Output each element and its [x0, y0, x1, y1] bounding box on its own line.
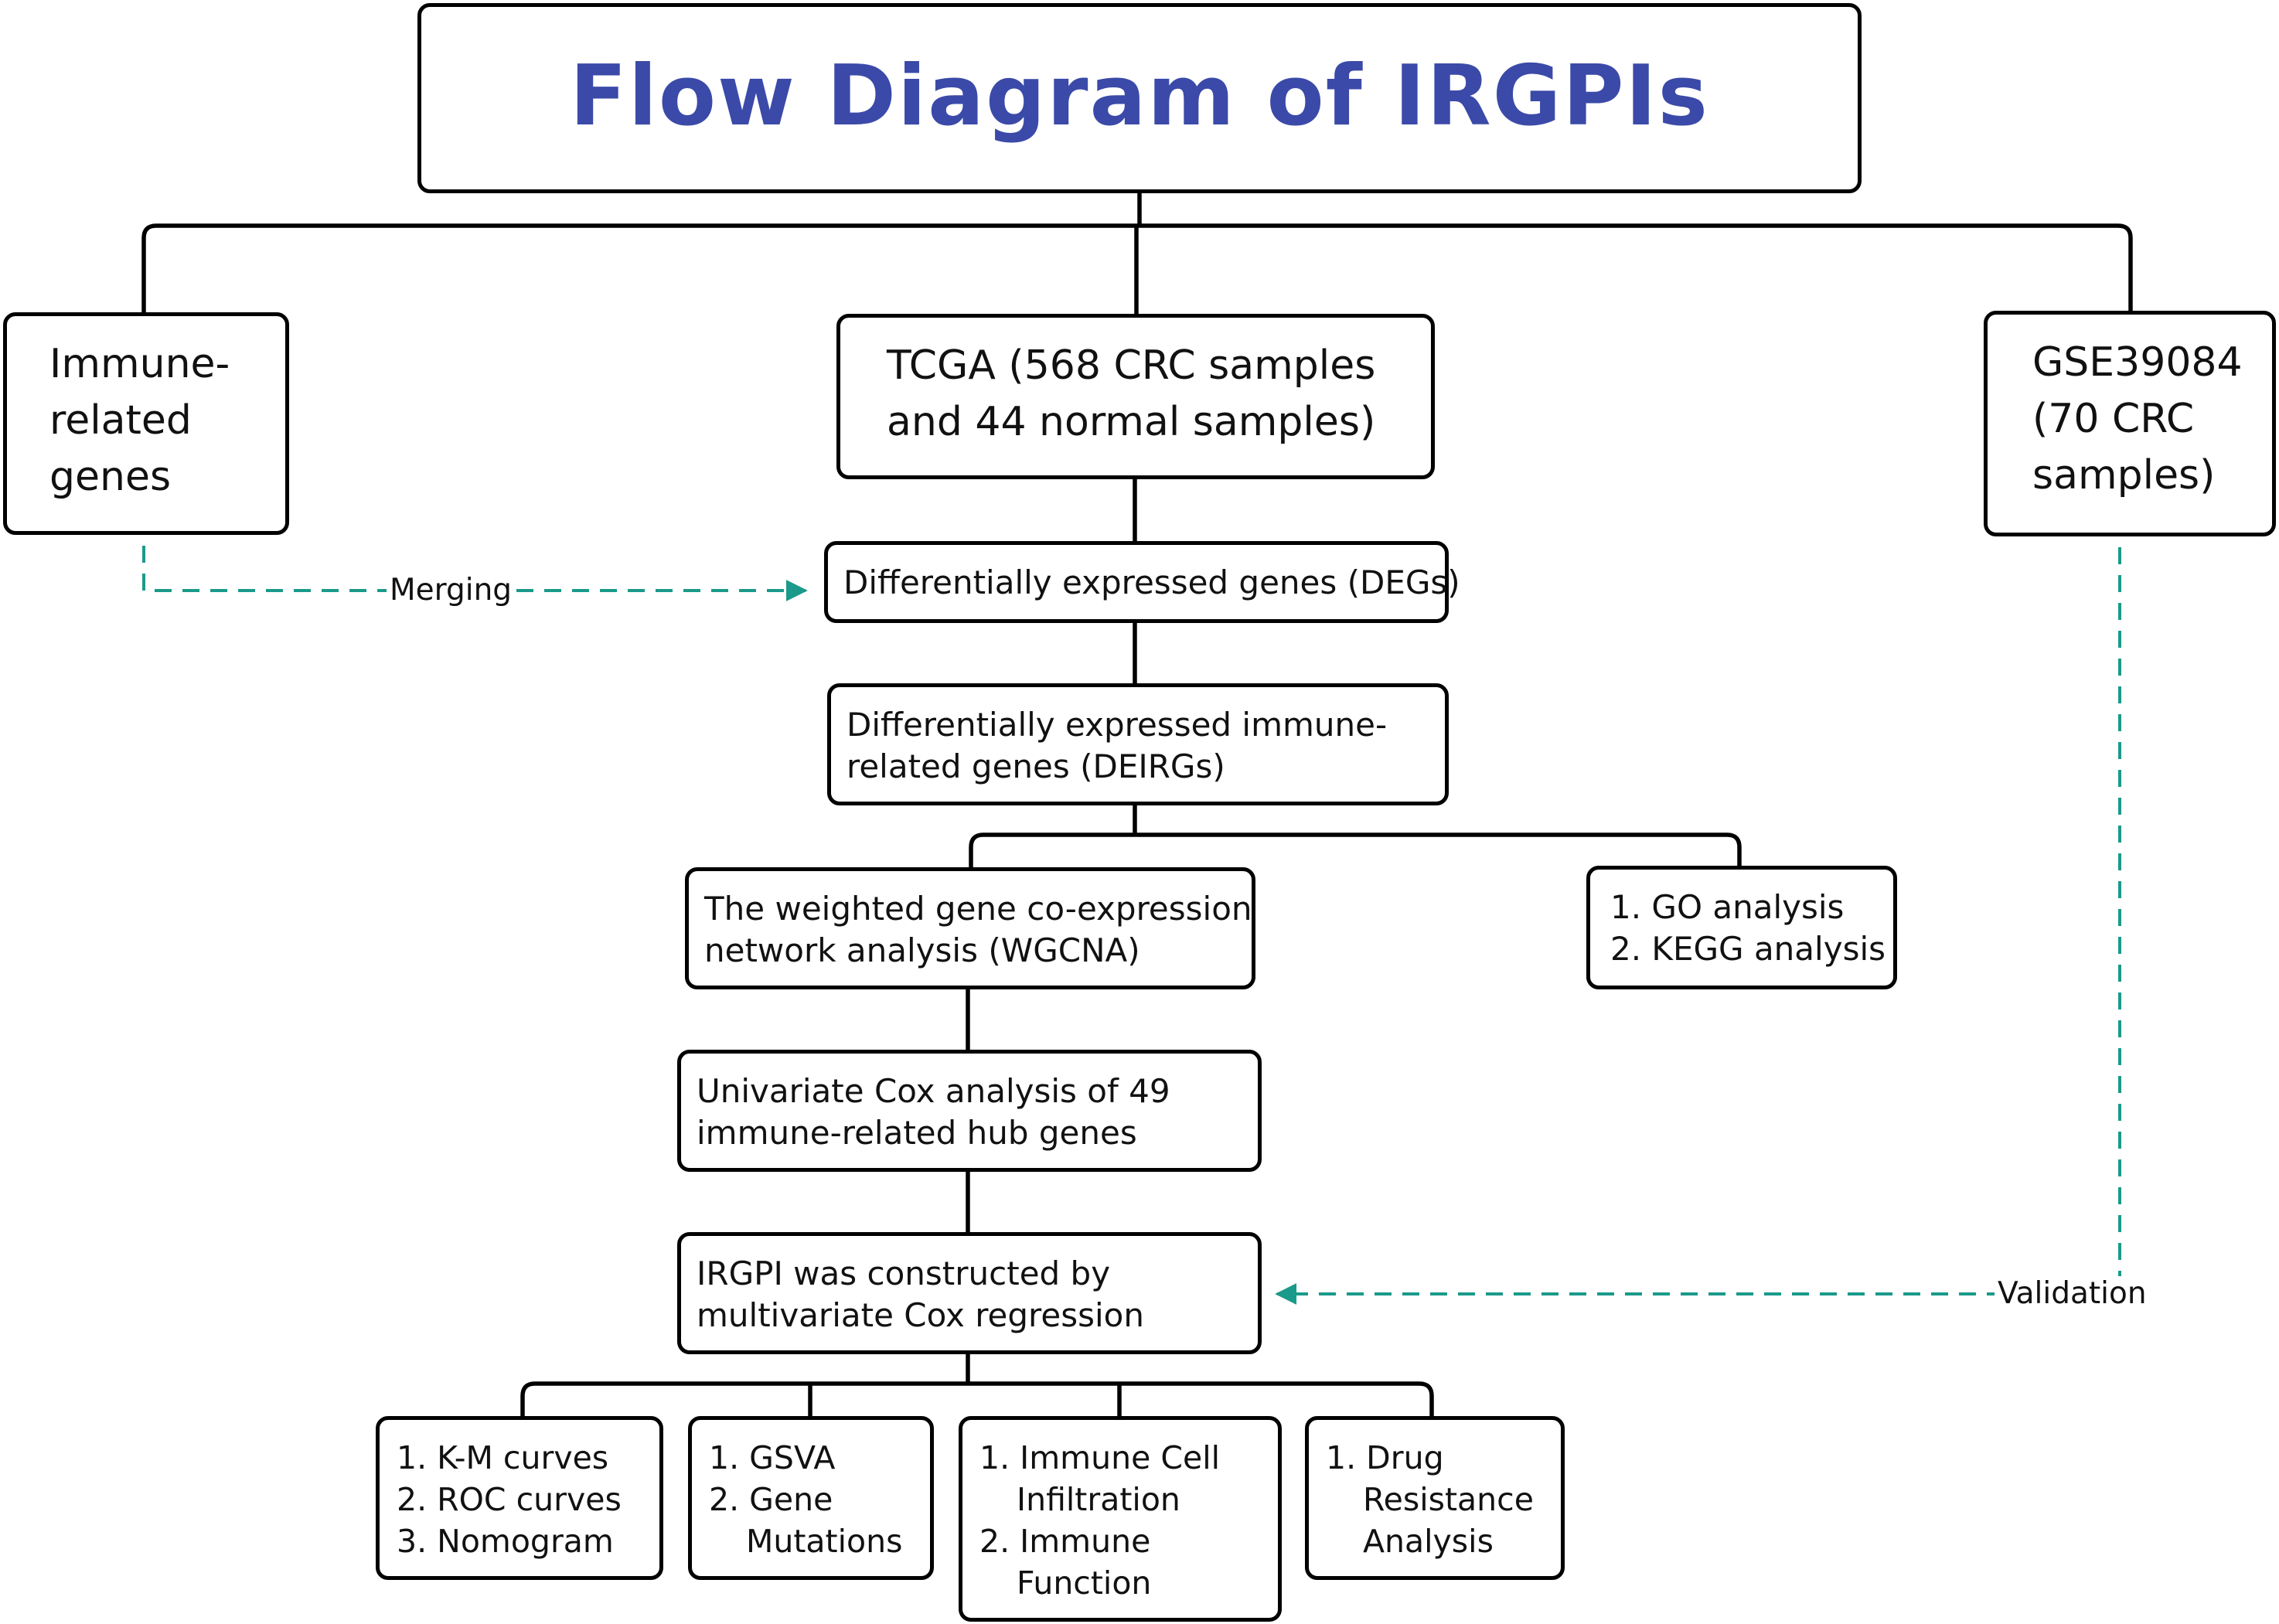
degs-line: Differentially expressed genes (DEGs): [843, 563, 1460, 601]
immune-cell-box: 1. Immune Cell Infiltration 2. Immune Fu…: [959, 1416, 1282, 1622]
immune-genes-line: related: [49, 397, 192, 444]
km-roc-line: 3. Nomogram: [397, 1523, 614, 1560]
drug-line: Analysis: [1363, 1523, 1494, 1560]
connector-bottom-bus: [520, 1381, 1434, 1418]
immune-cell-line: 1. Immune Cell: [979, 1439, 1220, 1476]
connector-split-analysis: [969, 832, 1742, 869]
km-roc-box: 1. K-M curves 2. ROC curves 3. Nomogram: [376, 1416, 663, 1580]
diagram-title: Flow Diagram of IRGPIs: [570, 47, 1709, 145]
tcga-line: and 44 normal samples): [887, 399, 1376, 445]
deirgs-box: Differentially expressed immune- related…: [827, 683, 1449, 805]
go-kegg-line: 1. GO analysis: [1610, 888, 1845, 926]
drug-line: 1. Drug: [1326, 1439, 1444, 1476]
gsva-box: 1. GSVA 2. Gene Mutations: [688, 1416, 934, 1580]
immune-genes-line: Immune-: [49, 341, 230, 387]
gse-line: GSE39084: [2032, 339, 2243, 386]
deirgs-line: Differentially expressed immune-: [847, 706, 1388, 744]
immune-cell-line: 2. Immune: [979, 1523, 1151, 1560]
km-roc-line: 2. ROC curves: [397, 1481, 622, 1518]
irgpi-box: IRGPI was constructed by multivariate Co…: [677, 1232, 1262, 1354]
go-kegg-line: 2. KEGG analysis: [1610, 930, 1886, 968]
gse-line: (70 CRC: [2032, 396, 2195, 442]
immune-genes-line: genes: [49, 454, 172, 500]
immune-genes-box: Immune- related genes: [3, 312, 289, 535]
gsva-line: 1. GSVA: [709, 1439, 836, 1476]
immune-cell-line: Function: [1017, 1564, 1152, 1602]
gse-box: GSE39084 (70 CRC samples): [1984, 311, 2276, 536]
deirgs-line: related genes (DEIRGs): [847, 747, 1225, 785]
merging-label: Merging: [387, 573, 516, 608]
immune-cell-line: Infiltration: [1017, 1481, 1180, 1518]
gsva-line: Mutations: [746, 1523, 903, 1560]
km-roc-line: 1. K-M curves: [397, 1439, 609, 1476]
gse-line: samples): [2032, 452, 2216, 499]
irgpi-line: IRGPI was constructed by: [697, 1255, 1111, 1292]
degs-box: Differentially expressed genes (DEGs): [824, 541, 1460, 623]
univariate-line: immune-related hub genes: [697, 1114, 1137, 1152]
validation-arrow: [1275, 547, 2121, 1305]
univariate-line: Univariate Cox analysis of 49: [697, 1072, 1170, 1110]
merging-arrow: [142, 546, 808, 601]
go-kegg-box: 1. GO analysis 2. KEGG analysis: [1586, 866, 1897, 989]
tcga-line: TCGA (568 CRC samples: [887, 342, 1376, 389]
title-box: Flow Diagram of IRGPIs: [417, 3, 1862, 193]
irgpi-line: multivariate Cox regression: [697, 1296, 1144, 1334]
tcga-box: TCGA (568 CRC samples and 44 normal samp…: [836, 314, 1435, 479]
drug-line: Resistance: [1363, 1481, 1534, 1518]
gsva-line: 2. Gene: [709, 1481, 833, 1518]
wgcna-line: network analysis (WGCNA): [704, 931, 1140, 969]
validation-label: Validation: [1995, 1276, 2150, 1312]
univariate-box: Univariate Cox analysis of 49 immune-rel…: [677, 1050, 1262, 1172]
wgcna-line: The weighted gene co-expression: [704, 890, 1252, 928]
drug-box: 1. Drug Resistance Analysis: [1305, 1416, 1565, 1580]
wgcna-box: The weighted gene co-expression network …: [685, 867, 1255, 989]
